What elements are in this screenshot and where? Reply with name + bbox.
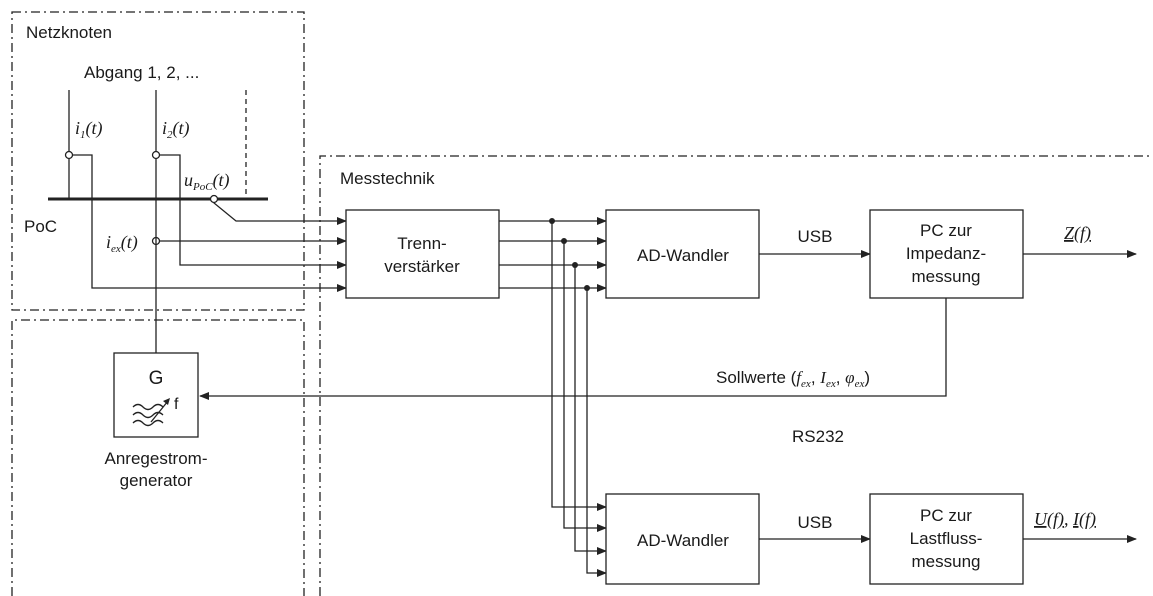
setpoint-feedback-wire [199, 298, 947, 400]
adc-1-label: AD-Wandler [637, 246, 729, 265]
generator-f-label: f [174, 396, 179, 413]
pc-loadflow-line1: PC zur [920, 506, 972, 525]
netzknoten-label: Netzknoten [26, 23, 112, 42]
generator-block: G f Anregestrom- generator [105, 352, 208, 490]
adc-2-label: AD-Wandler [637, 531, 729, 550]
generator-label-line2: generator [120, 471, 193, 490]
isolation-amplifier-line2: verstärker [384, 257, 460, 276]
i2-tap [151, 150, 161, 160]
generator-symbol: G [149, 368, 164, 389]
upoc-label: uPoC(t) [184, 170, 230, 193]
i1-label: i1(t) [75, 118, 103, 141]
messtechnik-frame [319, 155, 1153, 596]
adc-2-box [605, 493, 760, 585]
isolation-amplifier-block: Trenn- verstärker [345, 209, 500, 299]
usb-label-1: USB [798, 227, 833, 246]
isolation-amplifier-line1: Trenn- [397, 234, 446, 253]
i1-wire [69, 154, 347, 292]
i2-label: i2(t) [162, 118, 190, 141]
upoc-tap [209, 194, 219, 204]
pc-impedance-block: PC zur Impedanz- messung [869, 209, 1024, 299]
i2-wire [156, 154, 347, 269]
grid-node: Abgang 1, 2, ... PoC i1(t) i2(t) uPoC(t)… [24, 63, 347, 292]
pc-loadflow-block: PC zur Lastfluss- messung [869, 493, 1024, 585]
loadflow-output-label: U(f), I(f) [1034, 509, 1096, 530]
generator-box [113, 352, 199, 438]
isolation-amplifier-box [345, 209, 500, 299]
pc-impedance-line1: PC zur [920, 221, 972, 240]
netzknoten-frame [11, 11, 305, 311]
setpoint-label: Sollwerte (fex, Iex, φex) [716, 368, 870, 390]
pc-loadflow-line2: Lastfluss- [910, 529, 983, 548]
abgang-label: Abgang 1, 2, ... [84, 63, 199, 82]
pc-loadflow-line3: messung [912, 552, 981, 571]
wave-icon [132, 398, 170, 427]
iex-label: iex(t) [106, 232, 138, 255]
generator-frame [11, 319, 305, 596]
amp-to-adc-wiring [499, 217, 607, 577]
usb-label-2: USB [798, 513, 833, 532]
pc-impedance-line3: messung [912, 267, 981, 286]
impedance-output-label: Z(f) [1064, 223, 1091, 244]
pc-impedance-box [869, 209, 1024, 299]
region-frames [11, 11, 1153, 596]
adc-1-box [605, 209, 760, 299]
pc-impedance-line2: Impedanz- [906, 244, 986, 263]
poc-label: PoC [24, 217, 57, 236]
messtechnik-label: Messtechnik [340, 169, 435, 188]
rs232-label: RS232 [792, 427, 844, 446]
pc-loadflow-box [869, 493, 1024, 585]
upoc-wire [213, 199, 347, 225]
i1-tap [64, 150, 74, 160]
generator-label-line1: Anregestrom- [105, 449, 208, 468]
